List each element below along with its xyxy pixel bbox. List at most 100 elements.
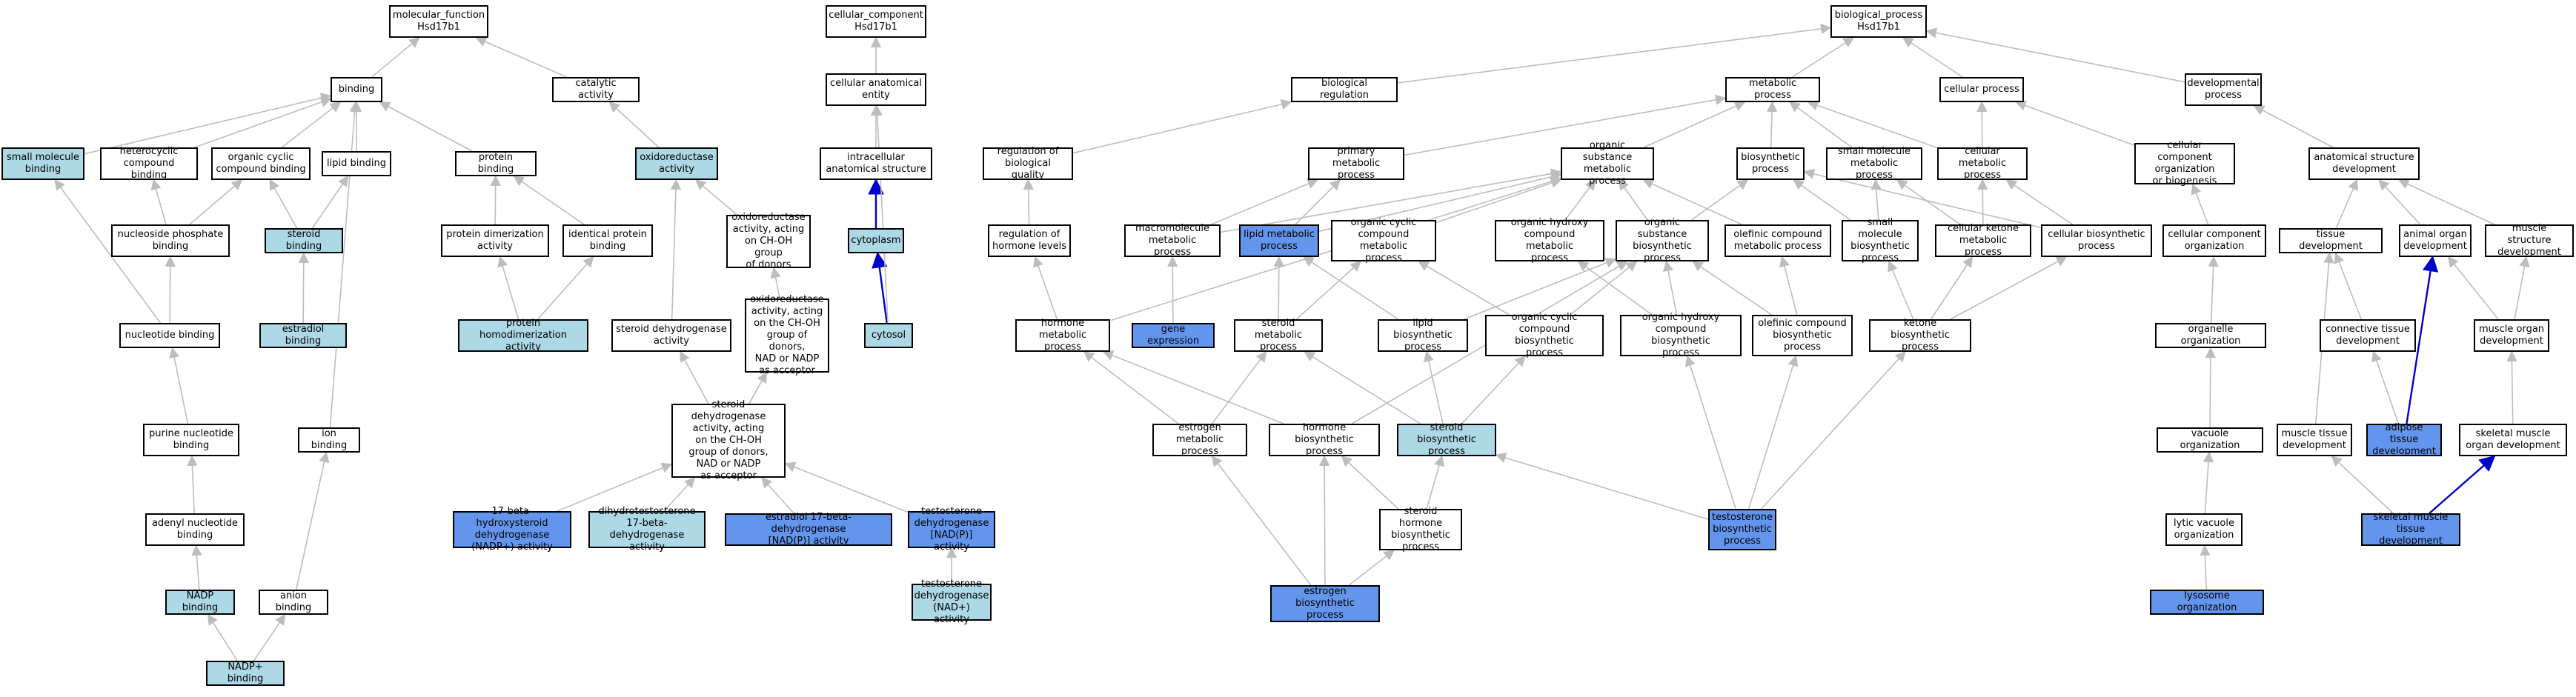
- node-developmental-process[interactable]: developmental process: [2185, 73, 2262, 106]
- node-skeletal-muscle-tissue-development[interactable]: skeletal muscle tissue development: [2361, 512, 2460, 547]
- node-lipid-metabolic-process[interactable]: lipid metabolic process: [1239, 224, 1319, 257]
- node-muscle-tissue-development[interactable]: muscle tissue development: [2277, 424, 2352, 456]
- node-animal-organ-development[interactable]: animal organ development: [2399, 224, 2472, 257]
- node-nucleoside-phosphate-binding[interactable]: nucleoside phosphate binding: [111, 224, 230, 257]
- node-small-molecule-biosynthetic-process[interactable]: small molecule biosynthetic process: [1842, 217, 1919, 264]
- edge-org_hydroxy_biosyn-to-org_sub_biosyn: [1662, 260, 1678, 316]
- node-adenyl-nucleotide-binding[interactable]: adenyl nucleotide binding: [145, 513, 245, 546]
- node-dihydrotestosterone-dehydrogenase[interactable]: dihydrotestosterone 17-beta-dehydrogenas…: [588, 506, 706, 553]
- node-nadp-plus-binding[interactable]: NADP+ binding: [206, 661, 285, 686]
- node-cellular-anatomical-entity[interactable]: cellular anatomical entity: [826, 73, 926, 106]
- node-biological-process-root[interactable]: biological_process Hsd17b1: [1830, 5, 1927, 38]
- node-oxidoreductase-nad-nadp-acceptor[interactable]: oxidoreductase activity, acting on the C…: [745, 294, 829, 376]
- node-metabolic-process[interactable]: metabolic process: [1725, 77, 1820, 102]
- node-hormone-biosynthetic-process[interactable]: hormone biosynthetic process: [1269, 422, 1380, 457]
- node-purine-nucleotide-binding[interactable]: purine nucleotide binding: [143, 424, 239, 456]
- node-skeletal-muscle-organ-development[interactable]: skeletal muscle organ development: [2459, 424, 2567, 456]
- edge-cell_ketone_met-to-small_mol_met: [1896, 179, 1961, 225]
- node-cellular-component-root[interactable]: cellular_component Hsd17b1: [826, 5, 926, 38]
- node-organelle-organization[interactable]: organelle organization: [2155, 323, 2266, 348]
- node-estradiol-binding[interactable]: estradiol binding: [259, 323, 347, 348]
- node-muscle-structure-development[interactable]: muscle structure development: [2485, 223, 2574, 258]
- node-lipid-biosynthetic-process[interactable]: lipid biosynthetic process: [1378, 318, 1468, 353]
- node-adipose-tissue-development[interactable]: adipose tissue development: [2366, 422, 2442, 457]
- node-protein-homodimerization-activity[interactable]: protein homodimerization activity: [458, 318, 588, 353]
- node-biosynthetic-process[interactable]: biosynthetic process: [1736, 147, 1805, 180]
- node-estradiol-17-beta-dehydrogenase[interactable]: estradiol 17-beta-dehydrogenase [NAD(P)]…: [725, 512, 892, 547]
- node-cellular-ketone-metabolic-process[interactable]: cellular ketone metabolic process: [1935, 223, 2031, 258]
- node-nucleotide-binding[interactable]: nucleotide binding: [119, 323, 220, 348]
- node-cellular-biosynthetic-process[interactable]: cellular biosynthetic process: [2041, 224, 2152, 257]
- node-tissue-development[interactable]: tissue development: [2279, 228, 2383, 253]
- node-vacuole-organization[interactable]: vacuole organization: [2157, 427, 2263, 453]
- node-steroid-dehydrogenase-activity[interactable]: steroid dehydrogenase activity: [611, 319, 731, 352]
- node-steroid-hormone-biosynthetic-process[interactable]: steroid hormone biosynthetic process: [1379, 506, 1462, 553]
- node-anatomical-structure-development[interactable]: anatomical structure development: [2308, 147, 2420, 180]
- node-steroid-dehydrogenase-nad-nadp-acceptor[interactable]: steroid dehydrogenase activity, acting o…: [671, 399, 786, 481]
- node-organic-cyclic-compound-biosynthetic-process[interactable]: organic cyclic compound biosynthetic pro…: [1485, 312, 1604, 358]
- node-testosterone-dehydrogenase-nadp[interactable]: testosterone dehydrogenase [NAD(P)] acti…: [908, 506, 995, 553]
- node-steroid-metabolic-process[interactable]: steroid metabolic process: [1234, 318, 1323, 353]
- node-muscle-organ-development[interactable]: muscle organ development: [2474, 319, 2549, 352]
- node-organic-cyclic-compound-metabolic-process[interactable]: organic cyclic compound metabolic proces…: [1331, 217, 1436, 264]
- node-gene-expression[interactable]: gene expression: [1132, 323, 1215, 348]
- node-estrogen-metabolic-process[interactable]: estrogen metabolic process: [1152, 422, 1247, 457]
- edge-metabolic-to-bp_root: [1791, 37, 1855, 78]
- node-lysosome-organization[interactable]: lysosome organization: [2150, 590, 2264, 615]
- node-testosterone-dehydrogenase-nad[interactable]: testosterone dehydrogenase (NAD+) activi…: [912, 578, 992, 625]
- edge-vacuole_org-to-organelle_org: [2205, 347, 2216, 428]
- node-oxidoreductase-activity[interactable]: oxidoreductase activity: [635, 147, 718, 180]
- node-catalytic-activity[interactable]: catalytic activity: [552, 77, 640, 102]
- node-molecular-function-root[interactable]: molecular_function Hsd17b1: [389, 5, 488, 38]
- edge-lytic_vacuole-to-vacuole_org: [2202, 451, 2214, 514]
- node-organic-hydroxy-compound-biosynthetic-process[interactable]: organic hydroxy compound biosynthetic pr…: [1620, 312, 1742, 358]
- edge-steroid_hormone_biosyn-to-steroid_biosyn: [1426, 455, 1444, 510]
- node-macromolecule-metabolic-process[interactable]: macromolecule metabolic process: [1124, 223, 1221, 258]
- node-cytosol[interactable]: cytosol: [864, 323, 913, 348]
- node-primary-metabolic-process[interactable]: primary metabolic process: [1308, 146, 1404, 181]
- node-cellular-component-organization[interactable]: cellular component organization: [2162, 224, 2266, 257]
- node-testosterone-biosynthetic-process[interactable]: testosterone biosynthetic process: [1708, 509, 1776, 550]
- node-organic-cyclic-compound-binding[interactable]: organic cyclic compound binding: [211, 147, 311, 180]
- node-regulation-of-biological-quality[interactable]: regulation of biological quality: [983, 146, 1073, 181]
- edge-cytosol-to-cytoplasm: [872, 251, 888, 324]
- node-intracellular-anatomical-structure[interactable]: intracellular anatomical structure: [820, 147, 932, 180]
- node-hormone-metabolic-process[interactable]: hormone metabolic process: [1015, 318, 1110, 353]
- node-steroid-biosynthetic-process[interactable]: steroid biosynthetic process: [1397, 422, 1496, 457]
- node-biological-regulation[interactable]: biological regulation: [1291, 77, 1398, 102]
- node-lytic-vacuole-organization[interactable]: lytic vacuole organization: [2165, 513, 2243, 546]
- edge-macromol_met-to-primary_met: [1211, 179, 1318, 225]
- edge-estradiol_binding-to-steroid_binding: [298, 252, 309, 324]
- node-17-beta-hydroxysteroid-dehydrogenase-nadp[interactable]: 17-beta-hydroxysteroid dehydrogenase (NA…: [453, 506, 571, 553]
- node-heterocyclic-compound-binding[interactable]: heterocyclic compound binding: [100, 146, 198, 181]
- node-organic-substance-metabolic-process[interactable]: organic substance metabolic process: [1561, 140, 1654, 187]
- node-steroid-binding[interactable]: steroid binding: [265, 228, 343, 253]
- edge-olefinic_met-to-org_sub_met: [1642, 179, 1742, 225]
- node-protein-dimerization-activity[interactable]: protein dimerization activity: [441, 224, 549, 257]
- node-organic-substance-biosynthetic-process[interactable]: organic substance biosynthetic process: [1616, 217, 1709, 264]
- node-lipid-binding[interactable]: lipid binding: [322, 151, 391, 176]
- node-organic-hydroxy-compound-metabolic-process[interactable]: organic hydroxy compound metabolic proce…: [1495, 217, 1604, 264]
- node-protein-binding[interactable]: protein binding: [455, 151, 537, 176]
- node-anion-binding[interactable]: anion binding: [259, 590, 328, 615]
- node-cellular-component-organization-or-biogenesis[interactable]: cellular component organization or bioge…: [2134, 140, 2235, 187]
- node-ion-binding[interactable]: ion binding: [298, 427, 360, 453]
- edge-steroid_met-to-lipid_met: [1273, 256, 1284, 320]
- node-cellular-process[interactable]: cellular process: [1939, 77, 2024, 102]
- node-oxidoreductase-ch-oh-donors[interactable]: oxidoreductase activity, acting on CH-OH…: [726, 212, 811, 270]
- node-estrogen-biosynthetic-process[interactable]: estrogen biosynthetic process: [1270, 585, 1380, 622]
- node-olefinic-compound-biosynthetic-process[interactable]: olefinic compound biosynthetic process: [1752, 315, 1853, 356]
- node-small-molecule-binding[interactable]: small molecule binding: [1, 147, 84, 180]
- node-cellular-metabolic-process[interactable]: cellular metabolic process: [1937, 146, 2028, 181]
- node-small-molecule-metabolic-process[interactable]: small molecule metabolic process: [1826, 146, 1922, 181]
- node-identical-protein-binding[interactable]: identical protein binding: [562, 224, 653, 257]
- node-regulation-of-hormone-levels[interactable]: regulation of hormone levels: [988, 224, 1071, 257]
- node-nadp-binding[interactable]: NADP binding: [165, 590, 235, 615]
- node-binding[interactable]: binding: [331, 77, 382, 102]
- node-cytoplasm[interactable]: cytoplasm: [848, 228, 904, 253]
- edge-skeletal_tissue_dev-to-skeletal_organ_dev: [2429, 455, 2496, 514]
- node-olefinic-compound-metabolic-process[interactable]: olefinic compound metabolic process: [1724, 224, 1831, 257]
- node-connective-tissue-development[interactable]: connective tissue development: [2320, 319, 2416, 352]
- edge-hormone_biosyn-to-hormone_met: [1102, 350, 1284, 424]
- node-ketone-biosynthetic-process[interactable]: ketone biosynthetic process: [1869, 318, 1971, 353]
